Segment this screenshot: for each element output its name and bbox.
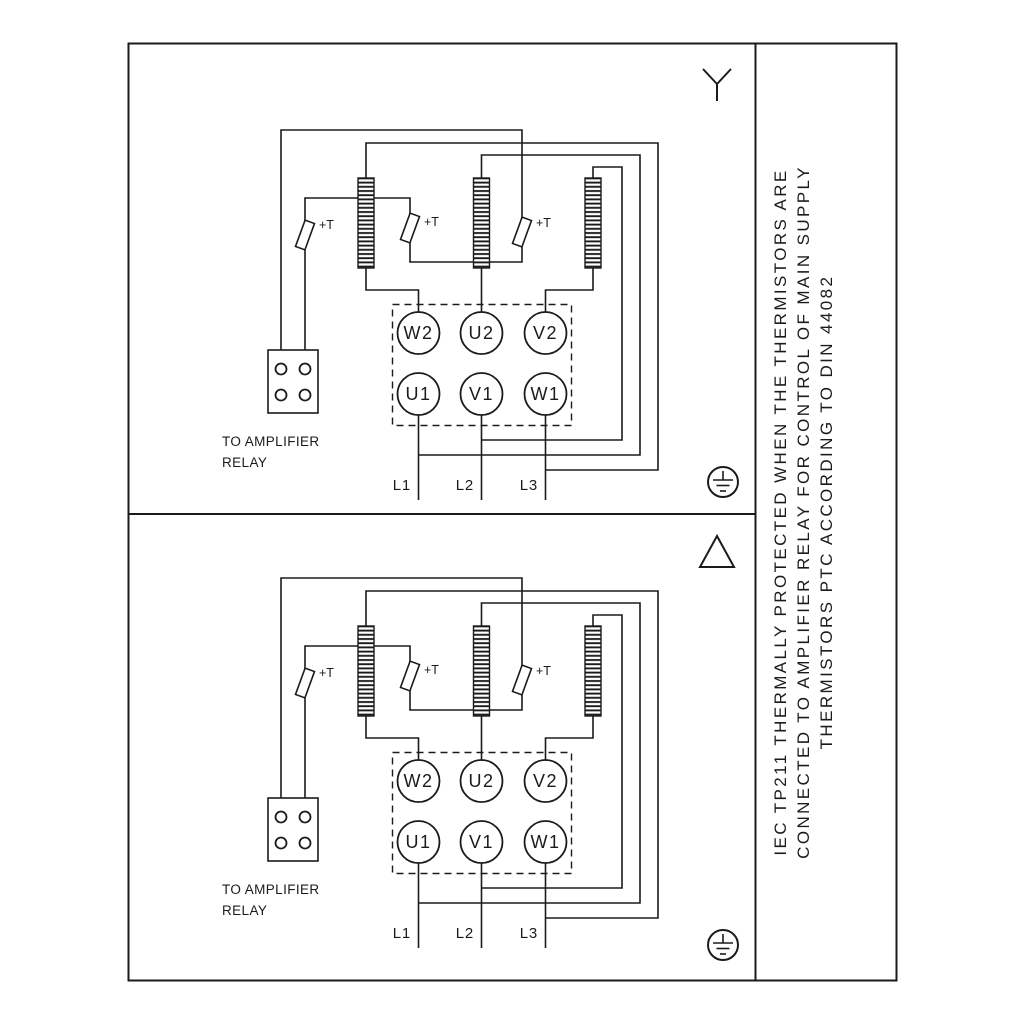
terminal-label: V2 (533, 323, 558, 343)
terminal-U1 (396, 372, 441, 416)
relay-contact (298, 836, 312, 850)
terminal-U2 (459, 311, 504, 355)
wire (544, 716, 594, 760)
terminal-V2 (523, 311, 568, 355)
amplifier-relay-block (267, 349, 319, 414)
amplifier-relay-label: RELAY (222, 903, 267, 918)
terminal-W2 (396, 759, 441, 803)
amplifier-relay-block (267, 797, 319, 862)
thermistor-label: +T (319, 666, 334, 680)
terminal-V1 (459, 372, 504, 416)
terminal-label: W1 (531, 384, 561, 404)
supply-label-L2: L2 (456, 477, 474, 494)
thermistor-label: +T (319, 218, 334, 232)
relay-contact (274, 362, 288, 376)
motor-winding (357, 177, 375, 269)
relay-contact (274, 810, 288, 824)
thermistor-symbol (399, 660, 421, 692)
terminal-label: W1 (531, 832, 561, 852)
supply-label-L1: L1 (393, 925, 411, 942)
sidebar-note-line-2: CONNECTED TO AMPLIFIER RELAY FOR CONTROL… (794, 165, 813, 859)
delta-symbol (698, 533, 736, 568)
thermistor-label: +T (536, 216, 551, 230)
terminal-box (391, 303, 573, 427)
motor-winding (357, 625, 375, 717)
amplifier-relay-label: RELAY (222, 455, 267, 470)
amplifier-relay-label: TO AMPLIFIER (222, 882, 320, 897)
terminal-label: U2 (468, 323, 494, 343)
ground-symbol (707, 466, 739, 498)
terminal-box (391, 751, 573, 875)
panel-star: +T +T +T TO AMPLIFIER RELAY W2 U2 V2 U1 … (222, 129, 659, 500)
drawing-frame (127, 42, 898, 982)
wire (544, 268, 594, 312)
terminal-label: V1 (469, 832, 494, 852)
amplifier-relay-label: TO AMPLIFIER (222, 434, 320, 449)
motor-winding (584, 625, 602, 717)
relay-contact (298, 362, 312, 376)
supply-label-L1: L1 (393, 477, 411, 494)
terminal-label: W2 (404, 323, 434, 343)
panel-delta: +T +T +T TO AMPLIFIER RELAY W2 U2 V2 U1 … (222, 577, 659, 948)
thermistor-symbol (511, 216, 533, 248)
wire (418, 154, 641, 456)
wire (481, 614, 623, 889)
wire (481, 166, 623, 441)
sidebar-note-line-3: THERMISTORS PTC ACCORDING TO DIN 44082 (817, 275, 836, 750)
wire (418, 602, 641, 904)
star-symbol (702, 68, 732, 101)
terminal-label: U1 (405, 832, 431, 852)
wire (365, 716, 420, 760)
wire (365, 590, 659, 919)
relay-contact (274, 388, 288, 402)
thermistor-symbol (294, 667, 316, 699)
supply-label-L3: L3 (520, 477, 538, 494)
wire (365, 142, 659, 471)
terminal-W1 (523, 372, 568, 416)
thermistor-symbol (511, 664, 533, 696)
supply-label-L2: L2 (456, 925, 474, 942)
ground-symbol (707, 929, 739, 961)
terminal-label: V1 (469, 384, 494, 404)
motor-winding (584, 177, 602, 269)
wire (365, 268, 420, 312)
sidebar-note: IEC TP211 THERMALLY PROTECTED WHEN THE T… (771, 165, 836, 859)
thermistor-chain-wire (280, 577, 523, 798)
thermistor-label: +T (424, 663, 439, 677)
thermistor-label: +T (536, 664, 551, 678)
relay-contact (298, 388, 312, 402)
terminal-label: U2 (468, 771, 494, 791)
terminal-label: V2 (533, 771, 558, 791)
terminal-label: W2 (404, 771, 434, 791)
thermistor-label: +T (424, 215, 439, 229)
motor-winding (472, 625, 491, 717)
thermistor-symbol (294, 219, 316, 251)
thermistor-chain-wire (280, 129, 523, 350)
terminal-V2 (523, 759, 568, 803)
sidebar-note-line-1: IEC TP211 THERMALLY PROTECTED WHEN THE T… (771, 168, 790, 855)
terminal-W2 (396, 311, 441, 355)
terminal-V1 (459, 820, 504, 864)
terminal-W1 (523, 820, 568, 864)
terminal-label: U1 (405, 384, 431, 404)
motor-winding (472, 177, 491, 269)
relay-contact (298, 810, 312, 824)
relay-contact (274, 836, 288, 850)
terminal-U1 (396, 820, 441, 864)
thermistor-symbol (399, 212, 421, 244)
supply-label-L3: L3 (520, 925, 538, 942)
terminal-U2 (459, 759, 504, 803)
